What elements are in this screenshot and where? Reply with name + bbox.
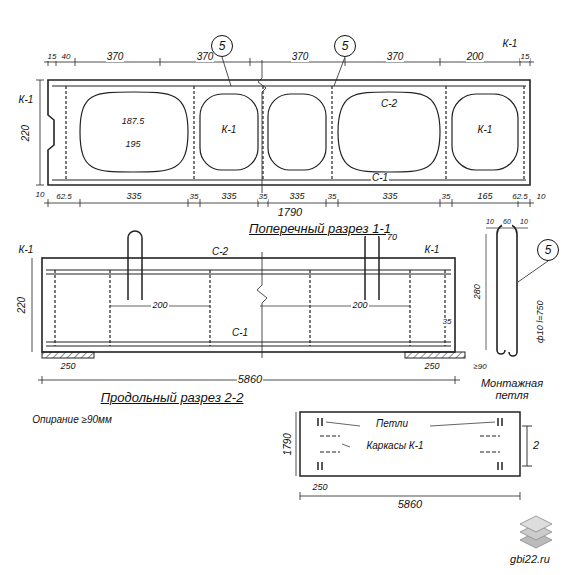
- dimension-label: 5860: [237, 374, 263, 386]
- dimension-label: С-2: [211, 247, 229, 258]
- dimension-label: 70: [386, 233, 398, 242]
- dimension-label: 10: [485, 218, 495, 225]
- callout-circle: 5: [211, 35, 233, 57]
- dimension-label: 10: [35, 191, 46, 199]
- dimension-label: 35: [442, 318, 453, 326]
- dimension-label: К-1: [18, 95, 35, 106]
- dimension-label: 165: [476, 192, 493, 201]
- dimension-label: 35: [189, 193, 200, 201]
- dimension-label: 35: [258, 193, 269, 201]
- dimension-label: С-1: [231, 328, 249, 339]
- dimension-label: Петли: [375, 419, 409, 430]
- dimension-label: gbi22.ru: [509, 554, 551, 566]
- dimension-label: ф10 l=750: [536, 300, 545, 344]
- dimension-label: 335: [288, 192, 305, 201]
- dimension-label: 200: [351, 301, 368, 310]
- dimension-label: 335: [220, 192, 237, 201]
- dimension-label: ≥90: [472, 363, 487, 371]
- dimension-label: 60: [502, 218, 512, 225]
- dimension-label: 10: [536, 193, 547, 201]
- dimension-label: Монтажная петля: [469, 378, 555, 401]
- dimension-label: 1790: [277, 207, 303, 219]
- dimension-label: 220: [21, 124, 32, 143]
- dimension-label: К-1: [221, 125, 238, 136]
- dimension-label: 40: [61, 53, 72, 61]
- callout-number: 5: [342, 39, 349, 53]
- dimension-label: 370: [106, 52, 125, 63]
- dimension-label: 1790: [283, 432, 294, 456]
- dimension-label: 187.5: [121, 117, 146, 126]
- dimension-label: Каркасы К-1: [365, 441, 424, 452]
- dimension-label: К-1: [477, 125, 494, 136]
- dimension-label: 200: [151, 301, 168, 310]
- dimension-label: 335: [125, 192, 142, 201]
- dimension-label: 280: [473, 283, 482, 300]
- dimension-label: 370: [196, 52, 215, 63]
- dimension-label: 15: [47, 53, 58, 61]
- dimension-label: 250: [59, 362, 76, 371]
- dimension-label: Поперечный разрез 1-1: [248, 222, 392, 236]
- dimension-label: К-1: [502, 39, 519, 50]
- dimension-label: К-1: [18, 245, 35, 256]
- dimension-label: 200: [466, 52, 485, 63]
- dimension-label: 62.5: [511, 193, 529, 201]
- dimension-label: 35: [441, 193, 452, 201]
- callout-number: 5: [219, 39, 226, 53]
- callout-number: 5: [545, 243, 552, 257]
- dimension-label: Опирание ≥90мм: [31, 415, 113, 426]
- dimension-label: 5860: [397, 499, 423, 511]
- dimension-label: 35: [327, 193, 338, 201]
- dimension-label: 250: [311, 483, 328, 492]
- dimension-label: С-1: [371, 173, 389, 184]
- dimension-label: Продольный разрез 2-2: [100, 391, 245, 405]
- dimension-label: 195: [124, 140, 141, 149]
- dimension-label: 62.5: [55, 193, 73, 201]
- callout-circle: 5: [537, 239, 559, 261]
- dimension-label: 2: [532, 440, 540, 452]
- callout-circle: 5: [334, 35, 356, 57]
- dimension-label: 220: [17, 296, 28, 315]
- dimension-label: К-1: [424, 245, 441, 256]
- dimension-label: 370: [291, 52, 310, 63]
- dimension-label: 250: [423, 362, 440, 371]
- dimension-label: 370: [386, 52, 405, 63]
- dimension-label: 10: [519, 218, 529, 225]
- dimension-label: 335: [381, 192, 398, 201]
- dimension-label: 15: [520, 53, 531, 61]
- dimension-label: С-2: [380, 99, 398, 110]
